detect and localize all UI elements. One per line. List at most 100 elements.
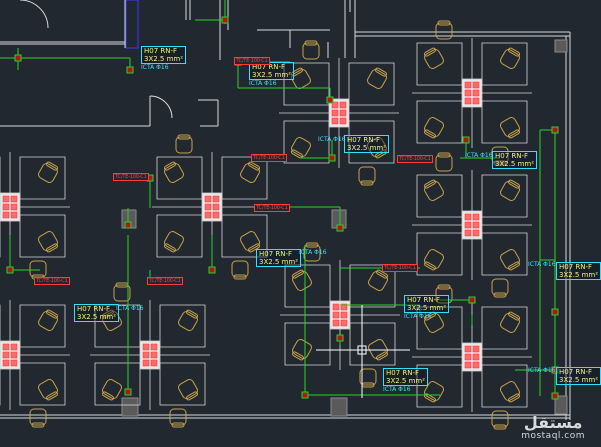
door-swing xyxy=(149,95,173,119)
socket-outlet xyxy=(150,343,158,351)
socket-outlet xyxy=(10,343,18,351)
socket-outlet xyxy=(10,359,18,367)
socket-outlet xyxy=(464,89,472,97)
circuit-tag: TC/TE-100-C1 xyxy=(382,264,418,272)
office-chair xyxy=(500,249,520,271)
socket-outlet xyxy=(332,319,340,327)
office-chair xyxy=(292,269,312,291)
office-chair xyxy=(164,161,184,183)
cable-junction-box xyxy=(208,266,216,274)
office-chair xyxy=(231,260,249,280)
office-chair xyxy=(424,117,444,139)
socket-outlet xyxy=(142,359,150,367)
circuit-tag: TC/TE-100-C1 xyxy=(251,154,287,162)
cable-ict-label: ICTA Φ16 xyxy=(528,261,556,268)
socket-outlet xyxy=(2,203,10,211)
socket-outlet xyxy=(212,203,220,211)
socket-outlet xyxy=(10,351,18,359)
office-chair xyxy=(491,410,509,430)
office-chair xyxy=(368,269,388,291)
socket-outlet xyxy=(472,97,480,105)
cable-junction-box xyxy=(551,392,559,400)
cable-ict-label: ICTA Φ16 xyxy=(528,367,556,374)
cable-junction-box xyxy=(336,224,344,232)
socket-outlet xyxy=(10,211,18,219)
office-chair xyxy=(367,67,387,89)
column-pillar xyxy=(554,39,568,53)
socket-outlet xyxy=(472,89,480,97)
cable-junction-box xyxy=(124,388,132,396)
cable-junction-box xyxy=(6,266,14,274)
office-chair xyxy=(435,20,453,40)
office-chair xyxy=(175,134,193,154)
socket-outlet xyxy=(2,351,10,359)
office-chair xyxy=(29,408,47,428)
socket-outlet xyxy=(142,343,150,351)
office-chair xyxy=(303,242,321,262)
cable-ict-label: ICTA Φ16 xyxy=(465,152,493,159)
circuit-tag: TC/TE-100-C1 xyxy=(397,155,433,163)
cable-junction-box xyxy=(328,154,336,162)
socket-outlet xyxy=(464,81,472,89)
office-chair xyxy=(240,161,260,183)
cable-junction-box xyxy=(551,366,559,374)
cable-junction-box xyxy=(326,96,334,104)
socket-outlet xyxy=(464,345,472,353)
window-frame xyxy=(125,0,139,49)
socket-outlet xyxy=(472,229,480,237)
socket-outlet xyxy=(472,81,480,89)
socket-outlet xyxy=(464,97,472,105)
socket-outlet xyxy=(340,319,348,327)
office-chair xyxy=(169,408,187,428)
socket-outlet xyxy=(2,211,10,219)
socket-outlet xyxy=(464,221,472,229)
office-chair xyxy=(102,379,122,401)
socket-outlet xyxy=(464,353,472,361)
desk-outline xyxy=(0,156,66,258)
socket-outlet xyxy=(339,109,347,117)
office-chair xyxy=(38,231,58,253)
cable-junction-box xyxy=(551,308,559,316)
socket-outlet xyxy=(212,195,220,203)
socket-outlet xyxy=(331,109,339,117)
column-pillar xyxy=(330,397,348,417)
office-chair xyxy=(38,161,58,183)
socket-outlet xyxy=(331,101,339,109)
socket-outlet xyxy=(464,213,472,221)
office-chair xyxy=(178,309,198,331)
circuit-tag: TC/TE-100-C1 xyxy=(34,277,70,285)
office-chair xyxy=(291,137,311,159)
socket-outlet xyxy=(331,117,339,125)
column-pillar xyxy=(121,397,139,417)
office-chair xyxy=(38,379,58,401)
circuit-tag: TC/TE-100-C1 xyxy=(113,173,149,181)
socket-outlet xyxy=(204,211,212,219)
cable-junction-box xyxy=(14,54,22,62)
socket-outlet xyxy=(2,359,10,367)
socket-outlet xyxy=(150,359,158,367)
socket-outlet xyxy=(464,361,472,369)
cable-junction-box xyxy=(221,16,229,24)
cable-junction-box xyxy=(462,136,470,144)
cable-junction-box xyxy=(551,126,559,134)
office-chair xyxy=(500,311,520,333)
socket-outlet xyxy=(2,195,10,203)
cable-ict-label: ICTA Φ16 xyxy=(299,249,327,256)
cable-junction-box xyxy=(126,66,134,74)
office-chair xyxy=(358,166,376,186)
circuit-tag: TC/TE-100-C1 xyxy=(147,277,183,285)
socket-outlet xyxy=(472,345,480,353)
cable-junction-box xyxy=(124,221,132,229)
office-chair xyxy=(500,117,520,139)
office-chair xyxy=(424,47,444,69)
socket-outlet xyxy=(150,351,158,359)
